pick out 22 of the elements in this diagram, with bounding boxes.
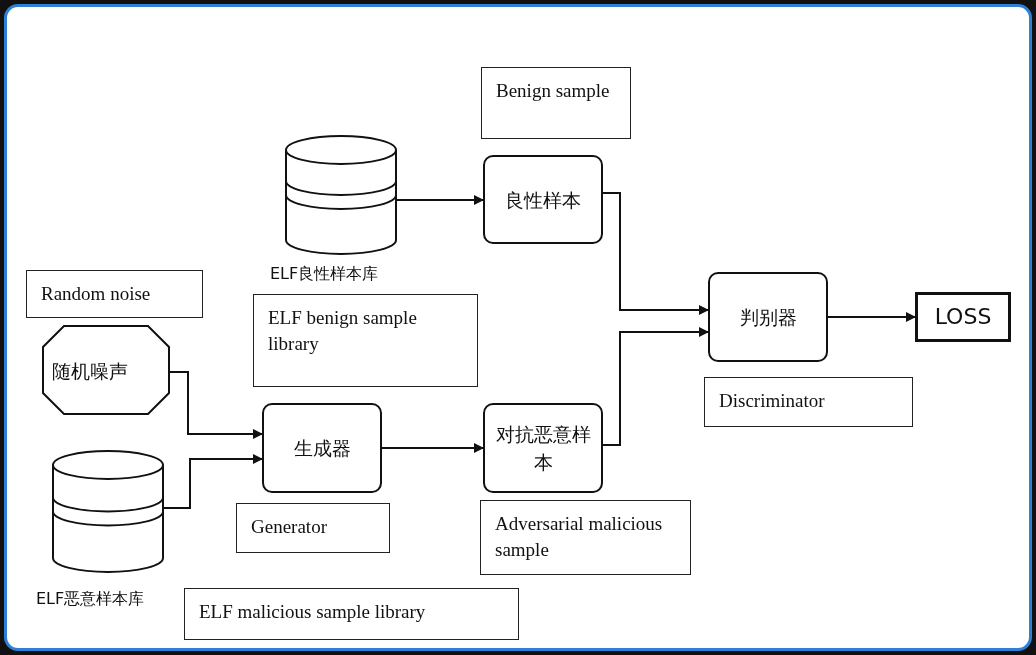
process-box: 良性样本 [483,155,603,244]
label-box: ELF benign sample library [253,294,478,387]
process-box: LOSS [915,292,1011,342]
arrow [163,454,263,509]
process-box: 生成器 [262,403,382,493]
label-box: Adversarial malicious sample [480,500,691,575]
label-box: Benign sample [481,67,631,139]
label-box: Discriminator [704,377,913,427]
process-box: 判别器 [708,272,828,362]
process-box: 对抗恶意样本 [483,403,603,493]
label-box: Random noise [26,270,203,318]
node-label: 随机噪声 [52,359,128,384]
arrow [396,195,484,205]
arrow [602,327,709,446]
arrow [169,371,263,439]
label-box: ELF malicious sample library [184,588,519,640]
cylinder-label: ELF良性样本库 [270,264,379,285]
arrow [827,312,916,322]
cylinder-label: ELF恶意样本库 [36,589,145,610]
arrow [602,192,709,315]
arrow [381,443,484,453]
label-box: Generator [236,503,390,553]
